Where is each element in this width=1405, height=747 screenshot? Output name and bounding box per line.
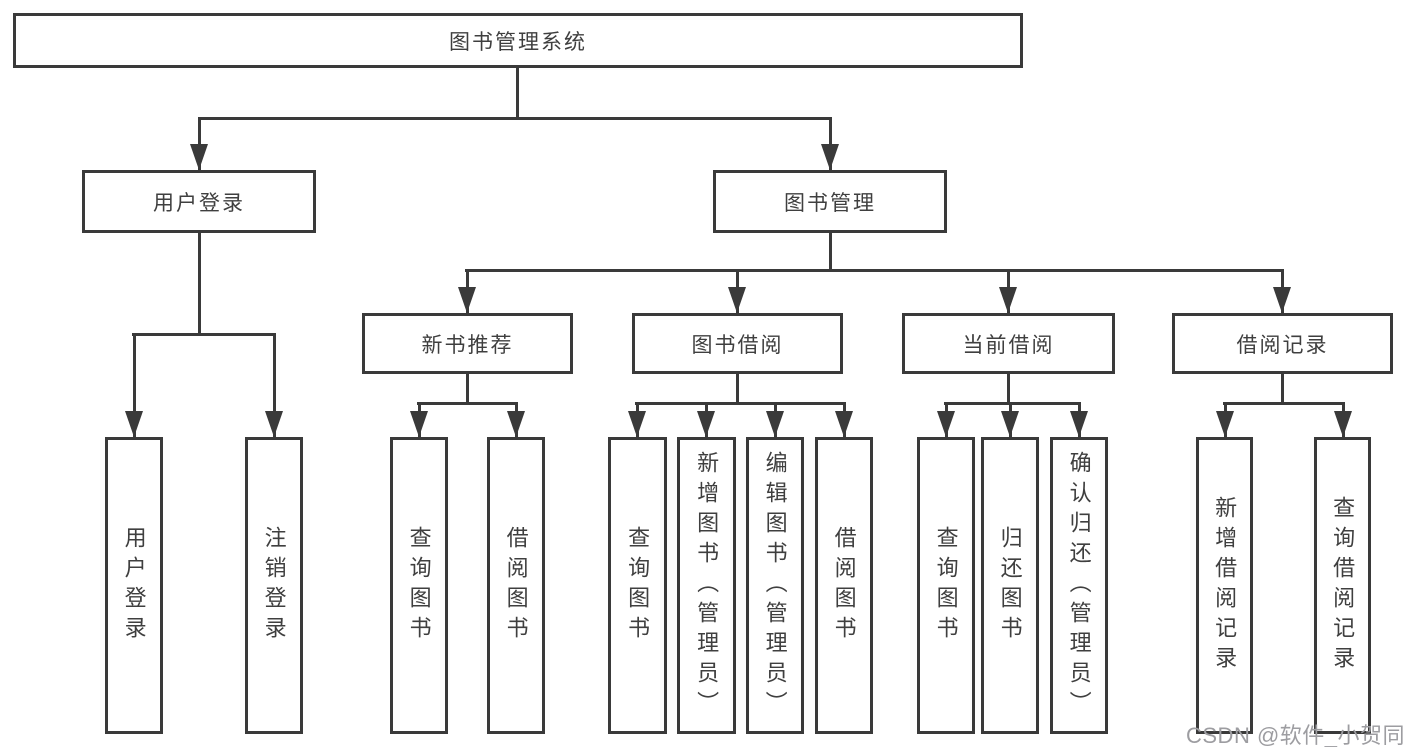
leaf-add-book-admin: 新增图书（管理员） — [677, 437, 736, 734]
leaf-logout: 注销登录 — [245, 437, 303, 734]
arrow-down-icon — [190, 144, 208, 170]
leaf-query-borrow-record: 查询借阅记录 — [1314, 437, 1371, 734]
leaf-label: 查询图书 — [625, 525, 651, 646]
connector-feed-new-book-group — [466, 374, 469, 404]
connector-feed-book-management-group — [829, 233, 832, 271]
node-label: 图书管理 — [784, 191, 876, 215]
connector-stub-leaf — [273, 333, 276, 437]
leaf-label: 查询借阅记录 — [1330, 495, 1356, 676]
node-book-management: 图书管理 — [713, 170, 947, 233]
node-label: 图书借阅 — [691, 333, 784, 357]
arrow-down-icon — [835, 411, 853, 437]
leaf-edit-book-admin: 编辑图书（管理员） — [746, 437, 804, 734]
arrow-down-icon — [410, 411, 428, 437]
leaf-label: 查询图书 — [933, 525, 959, 646]
leaf-label: 注销登录 — [261, 525, 287, 646]
leaf-query-books-current: 查询图书 — [917, 437, 975, 734]
node-new-book-recommend: 新书推荐 — [362, 313, 573, 374]
arrow-down-icon — [766, 411, 784, 437]
connector-rail-user-login-group — [132, 333, 276, 336]
node-label: 当前借阅 — [962, 333, 1055, 357]
leaf-borrow-books-recommend: 借阅图书 — [487, 437, 545, 734]
leaf-borrow-books: 借阅图书 — [815, 437, 873, 734]
leaf-query-books-recommend: 查询图书 — [390, 437, 448, 734]
connector-rail-borrow-records-group — [1223, 402, 1345, 405]
leaf-add-borrow-record: 新增借阅记录 — [1196, 437, 1253, 734]
node-current-borrow: 当前借阅 — [902, 313, 1115, 374]
node-label: 新书推荐 — [421, 333, 514, 357]
arrow-down-icon — [458, 287, 476, 313]
node-label: 图书管理系统 — [449, 30, 587, 54]
leaf-label: 新增借阅记录 — [1212, 495, 1238, 676]
arrow-down-icon — [1070, 411, 1088, 437]
node-label: 借阅记录 — [1236, 333, 1329, 357]
node-root: 图书管理系统 — [13, 13, 1023, 68]
arrow-down-icon — [125, 411, 143, 437]
connector-rail-book-borrow-group — [635, 402, 846, 405]
node-label: 用户登录 — [153, 191, 245, 215]
arrow-down-icon — [697, 411, 715, 437]
connector-feed-book-borrow-group — [736, 374, 739, 404]
node-borrow-records: 借阅记录 — [1172, 313, 1393, 374]
leaf-label: 编辑图书（管理员） — [762, 450, 788, 721]
leaf-label: 用户登录 — [121, 525, 147, 646]
arrow-down-icon — [1216, 411, 1234, 437]
connector-rail-new-book-group — [417, 402, 518, 405]
leaf-label: 新增图书（管理员） — [694, 450, 720, 721]
leaf-label: 查询图书 — [406, 525, 432, 646]
arrow-down-icon — [507, 411, 525, 437]
connector-rail-current-borrow-group — [944, 402, 1081, 405]
arrow-down-icon — [999, 287, 1017, 313]
arrow-down-icon — [937, 411, 955, 437]
leaf-user-login: 用户登录 — [105, 437, 163, 734]
connector-feed-current-borrow-group — [1007, 374, 1010, 404]
connector-root-feed — [516, 68, 519, 118]
leaf-return-books: 归还图书 — [981, 437, 1039, 734]
connector-level2-rail — [198, 117, 832, 120]
arrow-down-icon — [265, 411, 283, 437]
arrow-down-icon — [728, 287, 746, 313]
connector-feed-borrow-records-group — [1281, 374, 1284, 404]
connector-stub-leaf — [133, 333, 136, 437]
connector-feed-user-login-group — [198, 233, 201, 335]
leaf-label: 确认归还（管理员） — [1066, 450, 1092, 721]
arrow-down-icon — [821, 144, 839, 170]
leaf-confirm-return-admin: 确认归还（管理员） — [1050, 437, 1108, 734]
arrow-down-icon — [1273, 287, 1291, 313]
watermark: CSDN @软件_小贺同学 — [1186, 723, 1405, 747]
connector-stub-user-login — [198, 117, 201, 170]
leaf-query-books-borrow: 查询图书 — [608, 437, 667, 734]
connector-stub-book-management — [829, 117, 832, 170]
arrow-down-icon — [1334, 411, 1352, 437]
arrow-down-icon — [628, 411, 646, 437]
arrow-down-icon — [1001, 411, 1019, 437]
connector-level3-rail — [465, 269, 1284, 272]
node-book-borrow: 图书借阅 — [632, 313, 843, 374]
leaf-label: 借阅图书 — [503, 525, 529, 646]
leaf-label: 借阅图书 — [831, 525, 857, 646]
leaf-label: 归还图书 — [997, 525, 1023, 646]
node-user-login: 用户登录 — [82, 170, 316, 233]
